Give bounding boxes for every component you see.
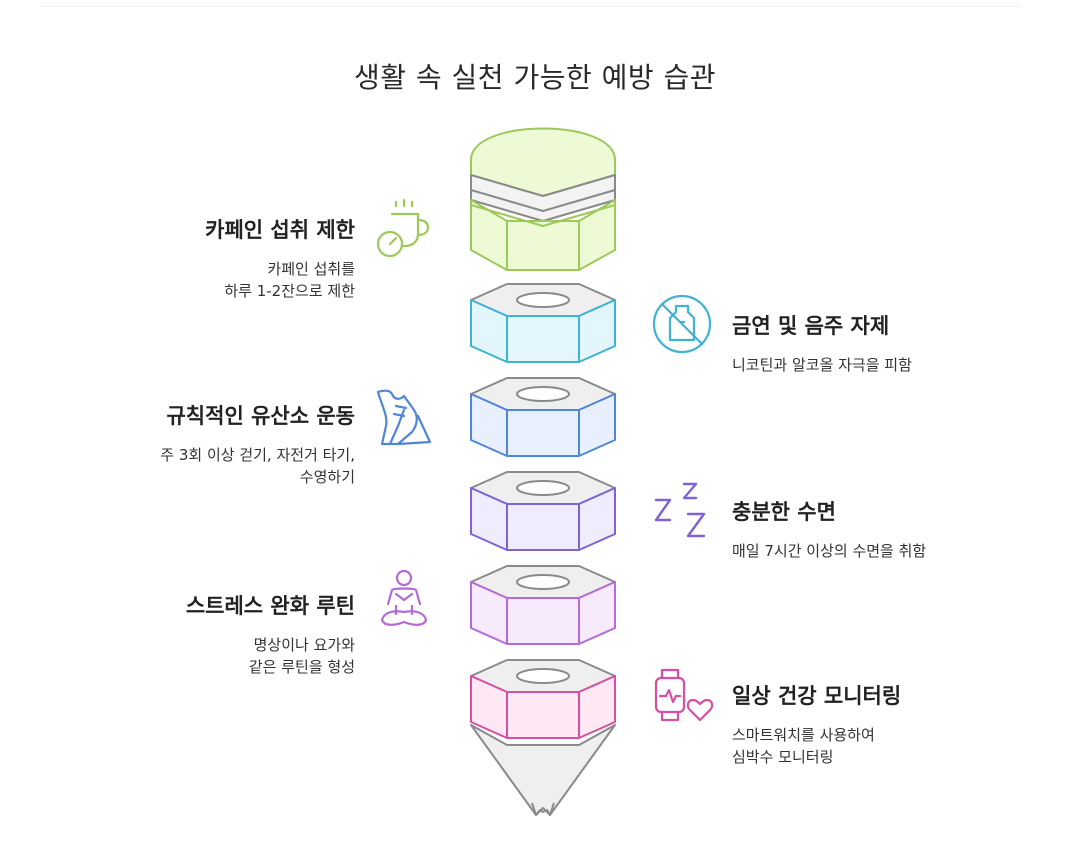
habit-desc-line: 매일 7시간 이상의 수면을 취함: [732, 542, 927, 560]
habit-desc: 매일 7시간 이상의 수면을 취함: [732, 540, 1032, 562]
pencil-tip: [470, 724, 616, 816]
habit-desc: 주 3회 이상 걷기, 자전거 타기, 수영하기: [60, 444, 355, 488]
habit-desc-line: 심박수 모니터링: [732, 748, 834, 766]
habit-no-smoking: 금연 및 음주 자제 니코틴과 알코올 자극을 피함: [732, 310, 1032, 376]
habit-desc-line: 같은 루틴을 형성: [248, 658, 355, 676]
habit-caffeine: 카페인 섭취 제한 카페인 섭취를 하루 1-2잔으로 제한: [90, 214, 355, 302]
habit-desc-line: 카페인 섭취를: [267, 260, 355, 278]
habit-heading: 일상 건강 모니터링: [732, 684, 902, 708]
habit-monitoring: 일상 건강 모니터링 스마트워치를 사용하여 심박수 모니터링: [732, 680, 1032, 768]
hex-layer-blue: [470, 377, 616, 457]
habit-desc: 스마트워치를 사용하여 심박수 모니터링: [732, 724, 1032, 768]
habit-heading: 카페인 섭취 제한: [205, 218, 355, 242]
habit-heading: 충분한 수면: [732, 500, 836, 524]
habit-desc-line: 하루 1-2잔으로 제한: [224, 282, 355, 300]
smartwatch-heart-icon: [654, 668, 714, 722]
habit-heading: 규칙적인 유산소 운동: [166, 404, 355, 428]
habit-sleep: 충분한 수면 매일 7시간 이상의 수면을 취함: [732, 496, 1032, 562]
habit-desc-line: 스마트워치를 사용하여: [732, 726, 875, 744]
coffee-cup-icon: [376, 198, 430, 258]
running-shoe-icon: [376, 389, 432, 446]
page-title: 생활 속 실천 가능한 예방 습관: [353, 61, 717, 94]
hex-layer-pink: [470, 659, 616, 739]
top-divider: [40, 6, 1020, 7]
habit-heading: 금연 및 음주 자제: [732, 314, 890, 338]
habit-stress: 스트레스 완화 루틴 명상이나 요가와 같은 루틴을 형성: [90, 590, 355, 678]
habit-desc: 카페인 섭취를 하루 1-2잔으로 제한: [90, 258, 355, 302]
habit-desc-line: 수영하기: [299, 468, 355, 486]
habit-heading: 스트레스 완화 루틴: [185, 594, 355, 618]
hex-layer-cyan: [470, 283, 616, 363]
hex-layer-violet: [470, 565, 616, 645]
stack-cap-green: [470, 127, 616, 271]
habit-desc-line: 니코틴과 알코올 자극을 피함: [732, 356, 912, 374]
habit-aerobic: 규칙적인 유산소 운동 주 3회 이상 걷기, 자전거 타기, 수영하기: [60, 400, 355, 488]
no-smoking-drinking-icon: [652, 294, 712, 354]
sleep-zzz-icon: [654, 482, 706, 538]
meditation-icon: [380, 569, 428, 626]
habit-desc: 명상이나 요가와 같은 루틴을 형성: [90, 634, 355, 678]
hex-layer-purple: [470, 471, 616, 551]
habit-desc: 니코틴과 알코올 자극을 피함: [732, 354, 1032, 376]
habit-desc-line: 주 3회 이상 걷기, 자전거 타기,: [160, 446, 355, 464]
habit-desc-line: 명상이나 요가와: [253, 636, 355, 654]
